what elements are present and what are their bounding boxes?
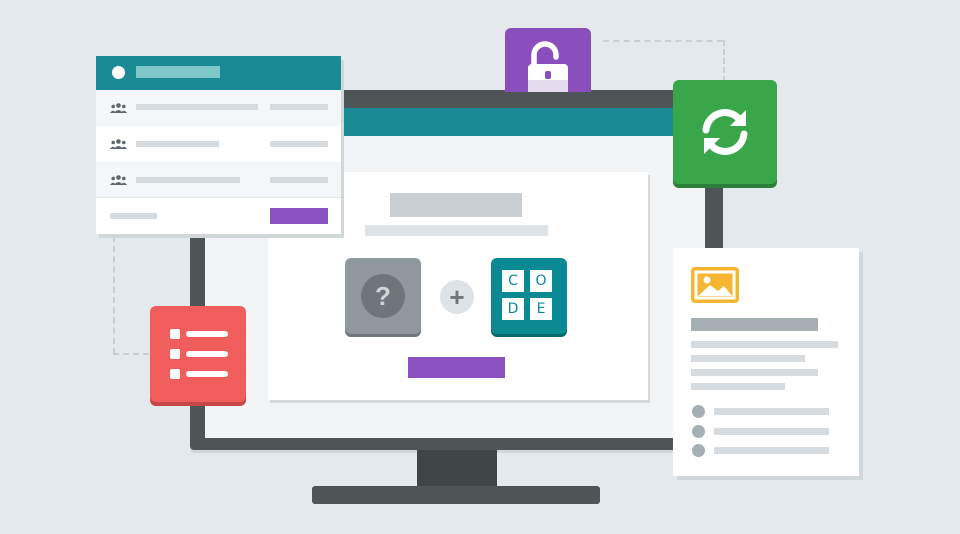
monitor-neck — [417, 450, 497, 488]
bullet-dot — [692, 425, 705, 438]
sync-connector — [709, 186, 723, 248]
header-title-placeholder — [136, 66, 220, 78]
code-app-tile[interactable]: C O D E — [491, 258, 567, 334]
bullet-text-line — [714, 428, 829, 435]
people-icon — [110, 175, 127, 185]
lock-tile[interactable] — [505, 28, 591, 92]
monitor-base — [312, 486, 600, 504]
people-icon — [110, 103, 127, 113]
plus-icon: + — [440, 280, 474, 314]
document-text-line — [691, 341, 838, 348]
row-name-placeholder — [136, 104, 258, 110]
unknown-app-tile[interactable]: ? — [345, 258, 421, 334]
code-letter-e: E — [530, 298, 552, 320]
row-name-placeholder — [136, 177, 240, 183]
sync-tile[interactable] — [673, 80, 777, 184]
row-value-placeholder — [270, 104, 328, 110]
code-letter-c: C — [502, 270, 524, 292]
image-icon — [691, 267, 739, 303]
lock-open-icon — [528, 41, 568, 92]
code-letter-d: D — [502, 298, 524, 320]
checklist-tile[interactable] — [150, 306, 246, 402]
list-row[interactable] — [96, 90, 341, 126]
document-text-line — [691, 383, 785, 390]
header-dot — [112, 66, 125, 79]
row-name-placeholder — [136, 141, 219, 147]
bullet-text-line — [714, 447, 829, 454]
list-footer-button[interactable] — [270, 208, 328, 224]
footer-text-placeholder — [110, 213, 157, 219]
bullet-text-line — [714, 408, 829, 415]
people-icon — [110, 139, 127, 149]
bullet-dot — [692, 405, 705, 418]
connector-line-top — [603, 40, 723, 42]
bullet-dot — [692, 444, 705, 457]
row-value-placeholder — [270, 141, 328, 147]
connector-line-top-right — [723, 40, 725, 82]
document-text-line — [691, 355, 805, 362]
list-divider — [96, 197, 341, 198]
connect-button[interactable] — [408, 357, 505, 378]
document-text-line — [691, 369, 818, 376]
checklist-icon — [170, 329, 228, 379]
sync-icon — [702, 109, 748, 155]
question-mark-icon: ? — [361, 274, 405, 318]
connector-line-left-bottom — [113, 353, 149, 355]
modal-title-placeholder — [390, 193, 522, 217]
modal-subtitle-placeholder — [365, 225, 548, 236]
row-value-placeholder — [270, 177, 328, 183]
list-row[interactable] — [96, 162, 341, 198]
document-title-placeholder — [691, 318, 818, 331]
connector-line-left — [113, 236, 115, 354]
code-letter-o: O — [530, 270, 552, 292]
list-row[interactable] — [96, 126, 341, 162]
